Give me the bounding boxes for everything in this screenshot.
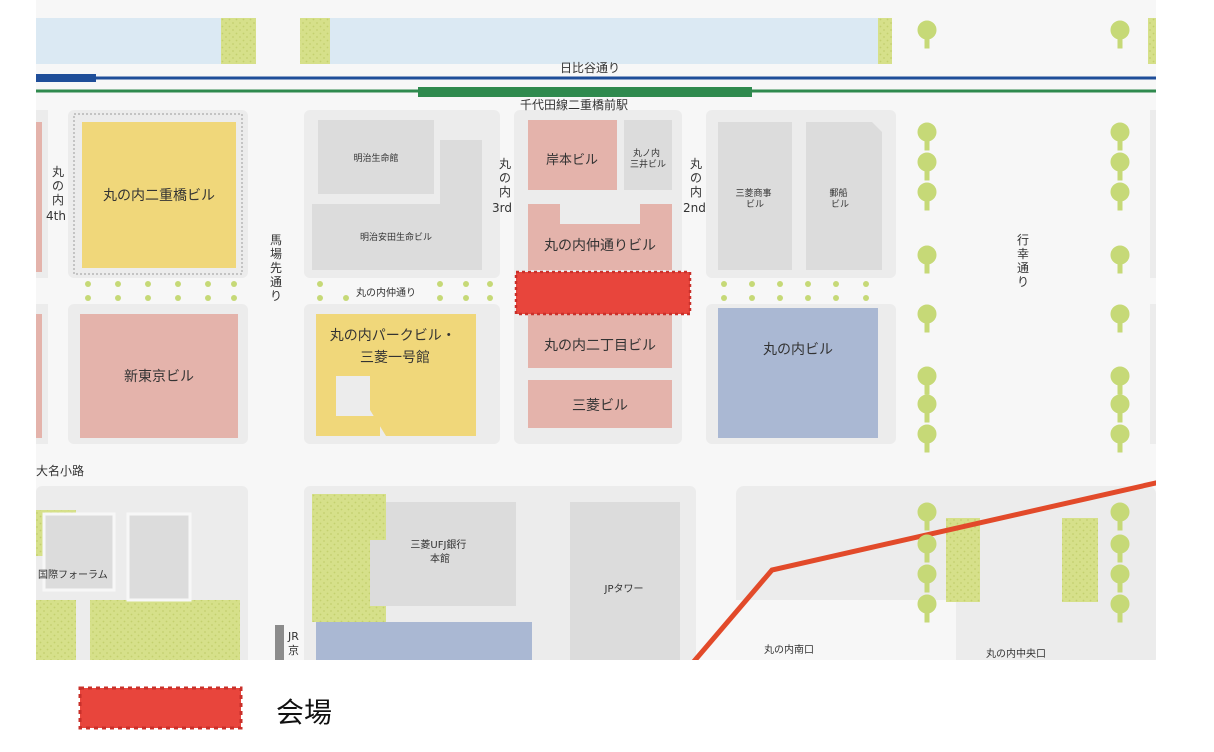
street-label-hibiya: 日比谷通り <box>560 61 620 75</box>
building-outline <box>42 512 116 592</box>
street-label-gyoko: 行 幸 通 り <box>1017 233 1033 289</box>
label-mitsubishi: 三菱ビル <box>572 398 628 414</box>
green-area <box>946 518 980 602</box>
label-nichome: 丸の内二丁目ビル <box>544 338 656 354</box>
building-nijubashi <box>82 122 236 268</box>
label-exit-central: 丸の内中央口 <box>986 647 1046 660</box>
legend-venue-label: 会場 <box>276 696 333 729</box>
moat-water <box>330 18 878 64</box>
label-meiji-seimei: 明治生命館 <box>353 152 398 164</box>
green-area <box>300 18 330 64</box>
station-platform <box>418 87 752 97</box>
building-meiji-seimei <box>318 120 434 194</box>
label-kishimoto: 岸本ビル <box>546 153 598 168</box>
label-forum: 国際フォーラム <box>38 569 108 581</box>
green-area <box>221 18 256 64</box>
label-mufg: 三菱UFJ銀行 本館 <box>410 538 469 565</box>
building-nakadori <box>528 204 672 270</box>
building-park <box>316 314 476 436</box>
label-shin-tokyo: 新東京ビル <box>124 369 194 385</box>
green-area <box>90 600 240 660</box>
street-label-naka: 丸の内仲通り <box>356 286 416 299</box>
building-jp-tower <box>570 502 680 660</box>
trees <box>917 20 1130 623</box>
building-blue <box>316 622 532 660</box>
label-nakadori: 丸の内仲通りビル <box>544 238 656 254</box>
building-mitsubishi <box>528 380 672 428</box>
jr-line <box>691 480 1156 660</box>
venue-marker <box>514 270 692 316</box>
venue-marker-icon <box>78 686 243 730</box>
building-outline <box>126 512 192 602</box>
building-shin-tokyo <box>80 314 238 438</box>
street-label-3rd: 丸 の 内 3rd <box>492 157 515 215</box>
street-label-4th: 丸 の 内 4th <box>46 165 68 223</box>
building-nichome <box>528 314 672 368</box>
green-area <box>878 18 892 64</box>
building-marunouchi <box>718 308 878 438</box>
building-mitsubishi-shoji <box>718 122 792 270</box>
station-label: 千代田線二重橋前駅 <box>520 97 628 112</box>
label-mitsui: 丸ノ内 三井ビル <box>630 147 666 170</box>
city-block <box>1150 110 1156 278</box>
label-park-building: 丸の内パークビル・ 三菱一号館 <box>330 328 460 366</box>
label-nijubashi: 丸の内二重橋ビル <box>103 188 215 204</box>
building-yusen <box>806 122 882 270</box>
building-ichigokan <box>316 376 380 436</box>
label-mitsubishi-shoji: 三菱商事 ビル <box>736 187 775 210</box>
label-marunouchi-building: 丸の内ビル <box>763 342 833 358</box>
green-area <box>1062 518 1098 602</box>
label-meiji-yasuda: 明治安田生命ビル <box>360 231 432 243</box>
green-area <box>1148 18 1156 64</box>
street-label-babasaki: 馬 場 先 通 り <box>270 233 286 303</box>
label-jp-tower: JPタワー <box>604 583 644 595</box>
building-meiji-yasuda <box>312 140 482 270</box>
jr-marker <box>275 625 284 660</box>
building-mufg <box>370 502 516 606</box>
street-label-2nd: 丸 の 内 2nd <box>683 157 706 215</box>
street-trees <box>85 281 869 301</box>
moat-water <box>36 18 221 64</box>
building-kishimoto <box>528 120 617 190</box>
city-block <box>1150 304 1156 444</box>
label-yusen: 郵船 ビル <box>830 187 851 210</box>
street-label-daimyo: 大名小路 <box>36 463 84 478</box>
label-exit-south: 丸の内南口 <box>764 643 814 656</box>
jr-label: JR 京 <box>287 630 302 657</box>
building-mitsui <box>624 120 672 190</box>
